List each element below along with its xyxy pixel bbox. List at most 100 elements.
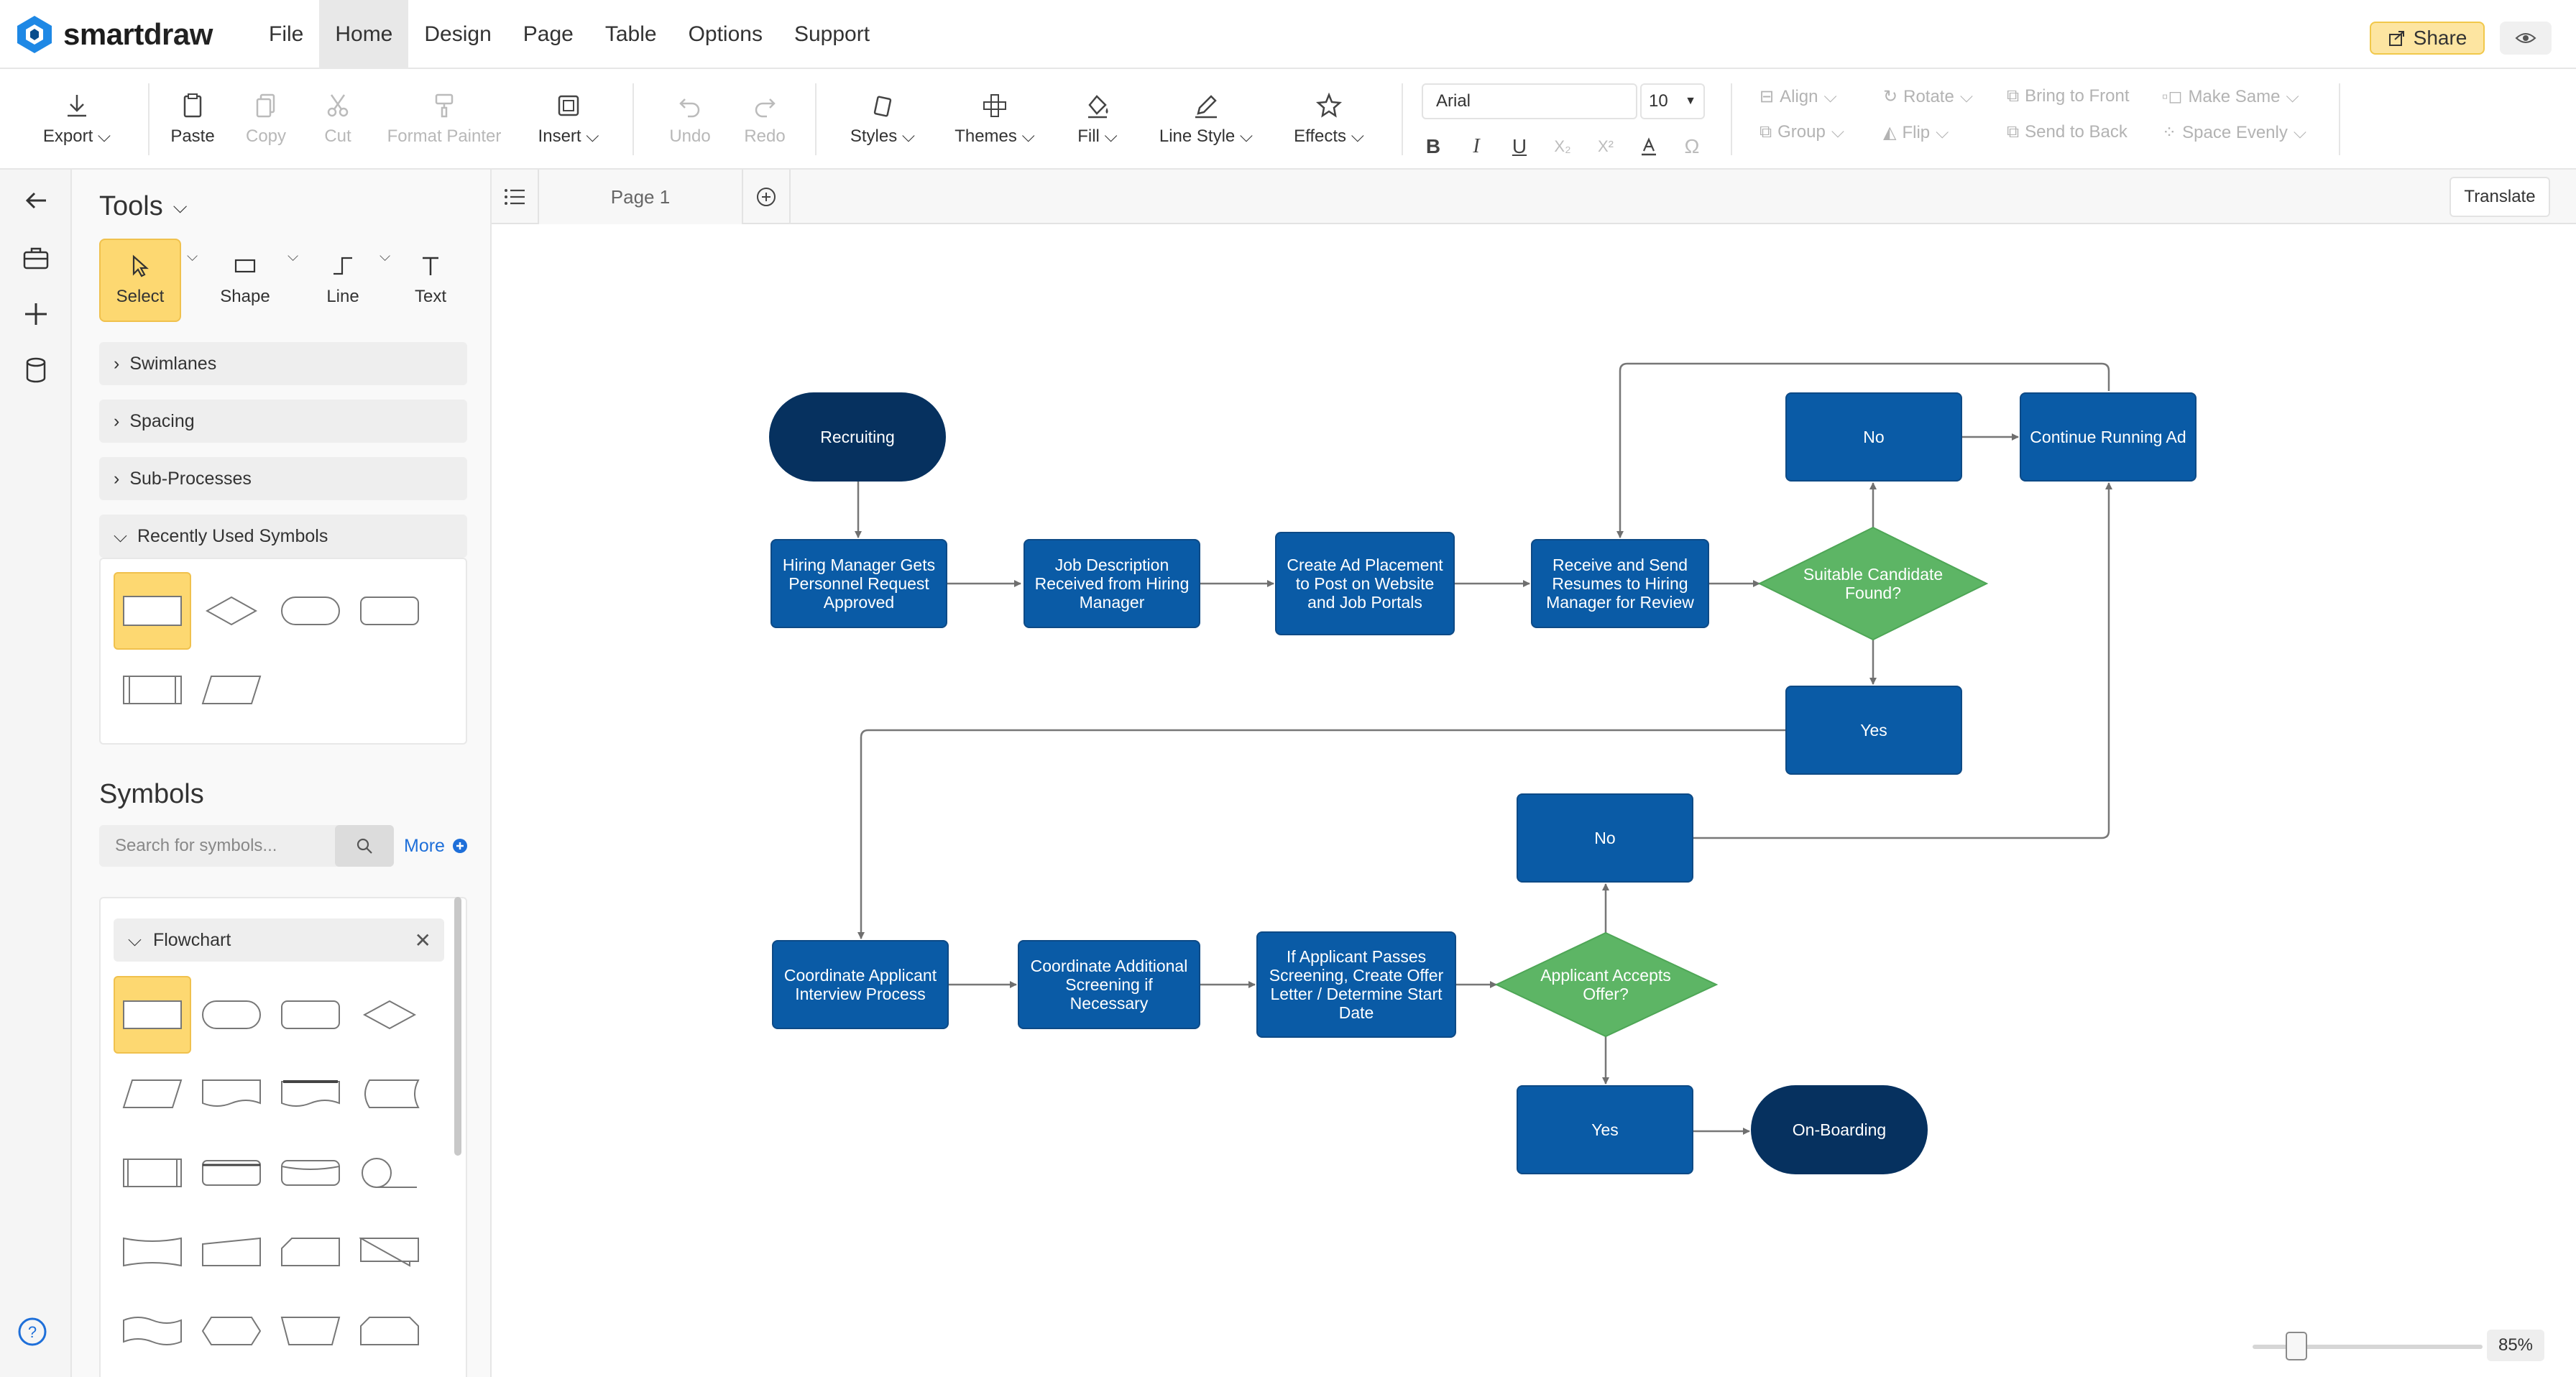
subscript-button[interactable]: X₂ — [1554, 137, 1571, 155]
zoom-level[interactable]: 85% — [2487, 1330, 2544, 1361]
bring-to-front-button[interactable]: ⧉Bring to Front — [2007, 86, 2130, 106]
space-evenly-button[interactable]: ⁘Space Evenly⌵ — [2162, 122, 2306, 143]
flow-symbol-card[interactable] — [272, 1213, 349, 1291]
group-button[interactable]: ⧉Group⌵ — [1760, 122, 1844, 142]
node-no-accepts[interactable]: No — [1517, 793, 1693, 883]
select-tool-caret[interactable]: ⌵ — [187, 249, 198, 264]
node-coordinate-screening[interactable]: Coordinate Additional Screening if Neces… — [1018, 940, 1200, 1029]
line-style-button[interactable]: Line Style ⌵ — [1149, 69, 1264, 170]
send-to-back-button[interactable]: ⧉Send to Back — [2007, 122, 2128, 142]
flowchart-library-header[interactable]: ⌵Flowchart✕ — [114, 918, 444, 962]
flow-symbol-terminator[interactable] — [193, 976, 270, 1054]
node-job-description[interactable]: Job Description Received from Hiring Man… — [1024, 539, 1200, 628]
flow-symbol-off-page[interactable] — [351, 1213, 428, 1291]
node-hiring-manager[interactable]: Hiring Manager Gets Personnel Request Ap… — [770, 539, 947, 628]
flow-symbol-display[interactable] — [351, 1292, 428, 1370]
effects-button[interactable]: Effects ⌵ — [1282, 69, 1376, 170]
node-continue-running-ad[interactable]: Continue Running Ad — [2020, 392, 2196, 482]
node-create-ad[interactable]: Create Ad Placement to Post on Website a… — [1275, 532, 1455, 635]
symbol-parallelogram[interactable] — [193, 651, 270, 729]
italic-button[interactable]: I — [1473, 135, 1480, 157]
menu-options[interactable]: Options — [688, 22, 763, 46]
superscript-button[interactable]: X² — [1598, 137, 1614, 155]
flow-symbol-data[interactable] — [114, 1055, 191, 1133]
back-arrow-icon[interactable] — [18, 183, 54, 218]
zoom-slider-track[interactable] — [2253, 1345, 2483, 1349]
section-spacing[interactable]: ›Spacing — [99, 400, 467, 443]
font-size-select[interactable]: 10▼ — [1640, 83, 1705, 119]
symbol-diamond[interactable] — [193, 572, 270, 650]
flow-symbol-multi-document[interactable] — [272, 1055, 349, 1133]
node-if-applicant-passes[interactable]: If Applicant Passes Screening, Create Of… — [1256, 931, 1456, 1038]
flow-symbol-process[interactable] — [114, 976, 191, 1054]
align-button[interactable]: ⊟Align⌵ — [1760, 86, 1837, 107]
format-painter-button[interactable]: Format Painter — [381, 69, 507, 170]
panel-scrollbar[interactable] — [454, 897, 461, 1156]
bold-button[interactable]: B — [1425, 135, 1441, 157]
node-yes-accepts[interactable]: Yes — [1517, 1085, 1693, 1174]
help-icon[interactable]: ? — [17, 1317, 47, 1347]
line-tool[interactable]: Line — [302, 239, 384, 322]
shape-tool[interactable]: Shape — [204, 239, 286, 322]
menu-file[interactable]: File — [269, 22, 304, 46]
menu-design[interactable]: Design — [424, 22, 492, 46]
node-yes-suitable[interactable]: Yes — [1785, 686, 1962, 775]
section-recently-used-symbols[interactable]: ⌵Recently Used Symbols — [99, 515, 467, 558]
view-mode-button[interactable] — [2500, 22, 2552, 55]
add-page-button[interactable] — [743, 170, 791, 224]
flow-symbol-predefined[interactable] — [114, 1134, 191, 1212]
paste-button[interactable]: Paste — [162, 69, 223, 170]
flow-symbol-document[interactable] — [193, 1055, 270, 1133]
menu-page[interactable]: Page — [523, 22, 574, 46]
flow-symbol-preparation[interactable] — [193, 1292, 270, 1370]
menu-table[interactable]: Table — [604, 22, 657, 46]
node-on-boarding[interactable]: On-Boarding — [1751, 1085, 1928, 1174]
plus-icon[interactable] — [18, 296, 54, 332]
section-sub-processes[interactable]: ›Sub-Processes — [99, 457, 467, 500]
flow-symbol-rounded[interactable] — [272, 976, 349, 1054]
flow-symbol-manual-input[interactable] — [114, 1213, 191, 1291]
shape-tool-caret[interactable]: ⌵ — [288, 249, 299, 264]
font-family-select[interactable]: Arial — [1422, 83, 1637, 119]
toolbox-icon[interactable] — [18, 240, 54, 276]
line-tool-caret[interactable]: ⌵ — [380, 249, 391, 264]
flow-symbol-decision[interactable] — [351, 976, 428, 1054]
flow-symbol-sequential-data[interactable] — [351, 1134, 428, 1212]
select-tool[interactable]: Select — [99, 239, 181, 322]
node-coordinate-interview[interactable]: Coordinate Applicant Interview Process — [772, 940, 949, 1029]
export-button[interactable]: Export ⌵ — [37, 69, 116, 170]
zoom-slider-handle[interactable] — [2286, 1332, 2307, 1360]
node-applicant-accepts[interactable]: Applicant Accepts Offer? — [1540, 966, 1671, 1003]
cut-button[interactable]: Cut — [308, 69, 368, 170]
copy-button[interactable]: Copy — [236, 69, 296, 170]
flow-symbol-database[interactable] — [272, 1134, 349, 1212]
tools-header[interactable]: Tools⌵ — [99, 191, 187, 222]
search-button[interactable] — [335, 825, 394, 867]
more-symbols-link[interactable]: More — [404, 825, 468, 867]
flow-symbol-stored-data[interactable] — [351, 1055, 428, 1133]
rotate-button[interactable]: ↻Rotate⌵ — [1883, 86, 1973, 107]
undo-button[interactable]: Undo — [660, 69, 720, 170]
insert-button[interactable]: Insert ⌵ — [529, 69, 608, 170]
node-no-suitable[interactable]: No — [1785, 392, 1962, 482]
flow-symbol-manual-operation[interactable] — [193, 1213, 270, 1291]
underline-button[interactable]: U — [1512, 135, 1527, 157]
symbol-predefined-process[interactable] — [114, 651, 191, 729]
node-recruiting[interactable]: Recruiting — [769, 392, 946, 482]
flow-symbol-loop-limit[interactable] — [272, 1292, 349, 1370]
menu-home[interactable]: Home — [319, 0, 409, 69]
text-tool[interactable]: Text — [390, 239, 472, 322]
translate-button[interactable]: Translate — [2450, 177, 2550, 217]
flow-symbol-internal-storage[interactable] — [193, 1134, 270, 1212]
styles-button[interactable]: Styles ⌵ — [840, 69, 926, 170]
tab-page-1[interactable]: Page 1 — [539, 170, 743, 224]
menu-support[interactable]: Support — [794, 22, 870, 46]
node-receive-send[interactable]: Receive and Send Resumes to Hiring Manag… — [1531, 539, 1709, 628]
close-icon[interactable]: ✕ — [414, 929, 431, 952]
section-swimlanes[interactable]: ›Swimlanes — [99, 342, 467, 385]
redo-button[interactable]: Redo — [735, 69, 795, 170]
database-icon[interactable] — [18, 352, 54, 388]
node-suitable-candidate[interactable]: Suitable Candidate Found? — [1803, 565, 1944, 602]
flip-button[interactable]: ◭Flip⌵ — [1883, 122, 1949, 143]
fill-button[interactable]: Fill ⌵ — [1065, 69, 1130, 170]
